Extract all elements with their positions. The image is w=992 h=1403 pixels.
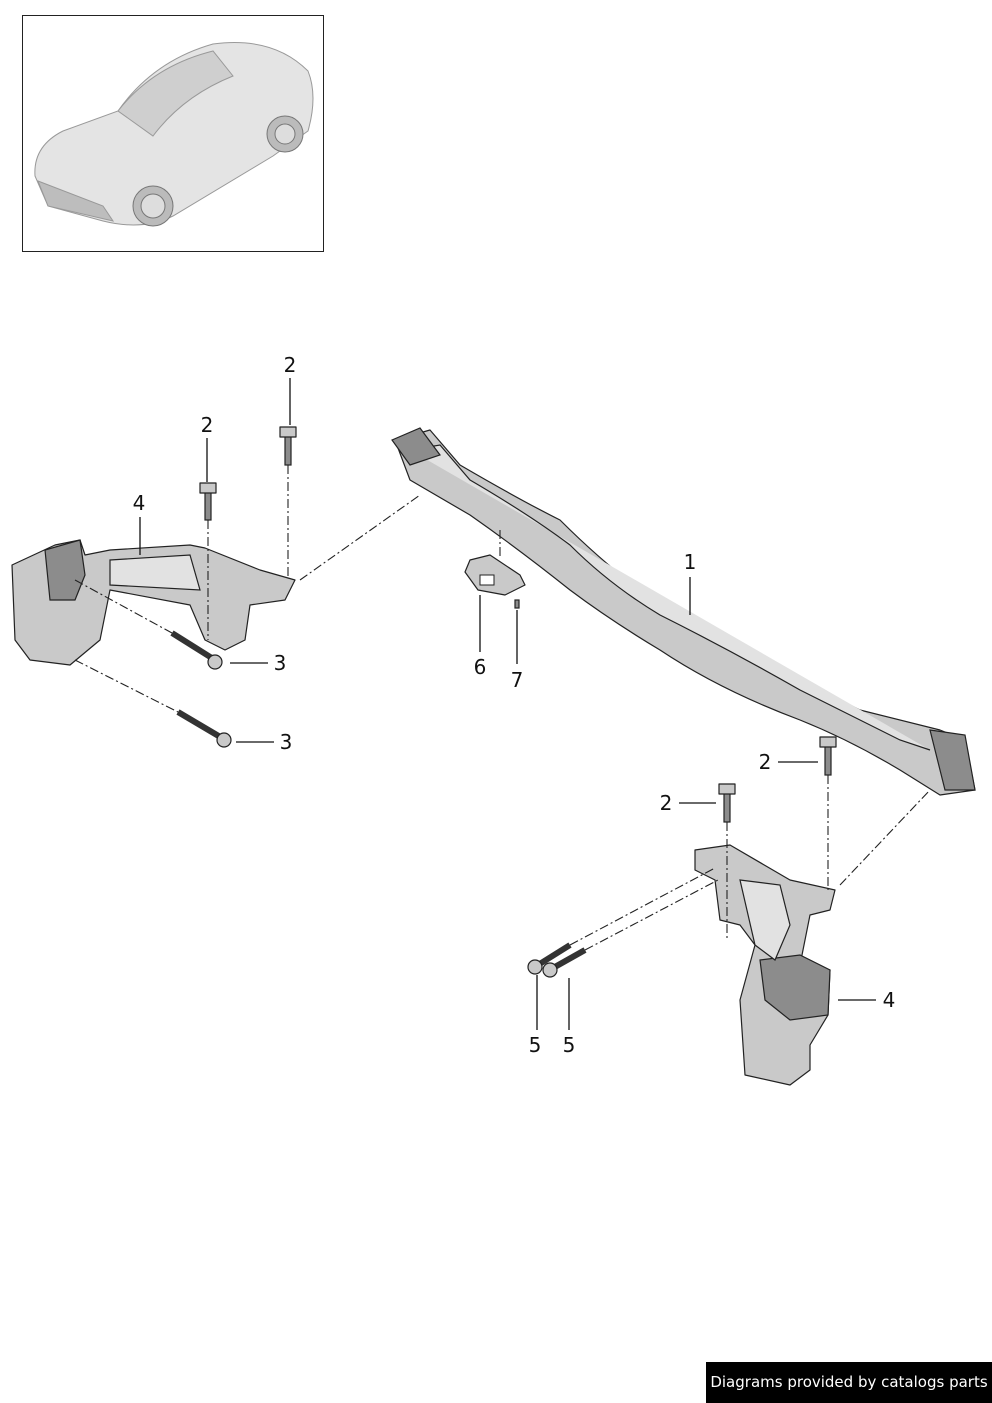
bolt-3[interactable] [170,630,223,670]
leader-lines [139,378,876,1030]
callout-5: 5 [563,1033,576,1057]
part-6-bracket[interactable] [464,554,526,596]
bolt-2[interactable] [718,783,736,823]
vehicle-overview-thumbnail [22,15,324,252]
callout-2: 2 [284,353,297,377]
attribution-footer: Diagrams provided by catalogs parts [706,1362,992,1403]
part-4-right-mount[interactable] [694,844,836,1086]
bolt-5[interactable] [527,942,572,975]
callout-2: 2 [759,750,772,774]
car-illustration [34,42,314,227]
callout-1: 1 [684,550,697,574]
callout-3: 3 [280,730,293,754]
bolt-3[interactable] [176,709,232,748]
callout-4: 4 [883,988,896,1012]
bolt-2[interactable] [819,736,837,776]
callout-2: 2 [201,413,214,437]
bolt-5[interactable] [542,947,587,978]
part-7-screw[interactable] [514,599,520,609]
part-4-left-mount[interactable] [11,539,296,666]
assembly-lines [74,465,931,951]
bolt-2[interactable] [279,426,297,466]
callout-4: 4 [133,491,146,515]
callout-5: 5 [529,1033,542,1057]
callout-7: 7 [511,668,524,692]
callout-6: 6 [474,655,487,679]
callout-2: 2 [660,791,673,815]
callout-3: 3 [274,651,287,675]
bolt-2[interactable] [199,482,217,521]
part-1-cross-member[interactable] [391,427,976,796]
